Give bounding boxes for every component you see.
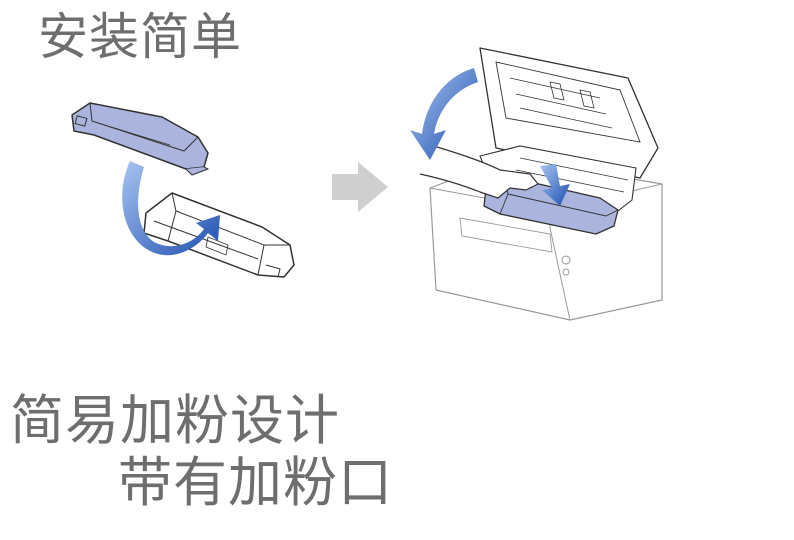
printer-illustration: [400, 38, 680, 330]
hand: [419, 141, 539, 199]
cartridge-insert-graphic: [71, 102, 295, 278]
feature-caption-line-2: 带有加粉口: [118, 451, 393, 514]
arrow-right-icon: [332, 162, 388, 212]
curved-arrow-icon: [410, 68, 478, 160]
feature-caption-line-1: 简易加粉设计: [10, 389, 340, 452]
printer-graphic: [410, 47, 663, 321]
toner-cartridge: [71, 102, 210, 176]
cartridge-insert-illustration: [58, 95, 308, 295]
drum-unit: [143, 192, 295, 278]
step-arrow: [330, 162, 390, 212]
curved-arrow-icon: [122, 161, 220, 256]
insert-down-arrow-icon: [540, 164, 570, 206]
page-title: 安装简单: [38, 8, 242, 66]
printer-lid: [479, 47, 659, 179]
